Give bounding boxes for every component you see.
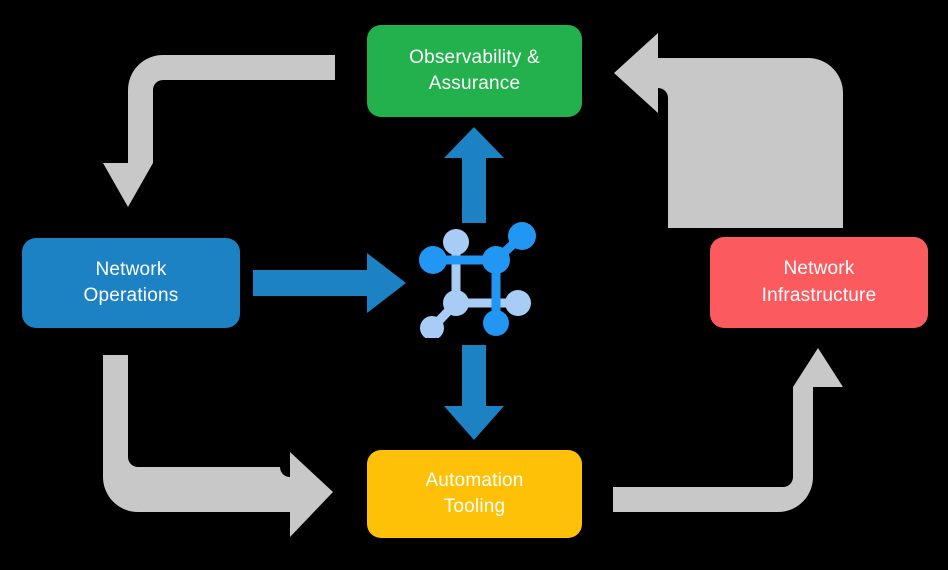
network-topology-icon — [418, 218, 538, 340]
node-network-infrastructure[interactable]: Network Infrastructure — [710, 237, 928, 328]
node-observability-assurance[interactable]: Observability & Assurance — [367, 25, 582, 117]
gray-arrow-bottom-left — [103, 355, 333, 537]
gray-arrow-top-right — [614, 33, 843, 228]
blue-arrow-up — [444, 127, 504, 223]
node-label-observability: Observability & Assurance — [409, 46, 540, 94]
gray-arrow-bottom-right — [613, 348, 843, 512]
node-label-automation-tooling: Automation Tooling — [425, 469, 524, 517]
node-label-network-infrastructure: Network Infrastructure — [761, 258, 877, 306]
blue-arrow-down — [444, 345, 504, 440]
blue-arrow-right — [253, 253, 406, 313]
node-automation-tooling[interactable]: Automation Tooling — [367, 450, 582, 538]
gray-arrow-top-left — [103, 55, 335, 207]
node-network-operations[interactable]: Network Operations — [22, 238, 240, 328]
node-label-network-operations: Network Operations — [83, 258, 179, 306]
